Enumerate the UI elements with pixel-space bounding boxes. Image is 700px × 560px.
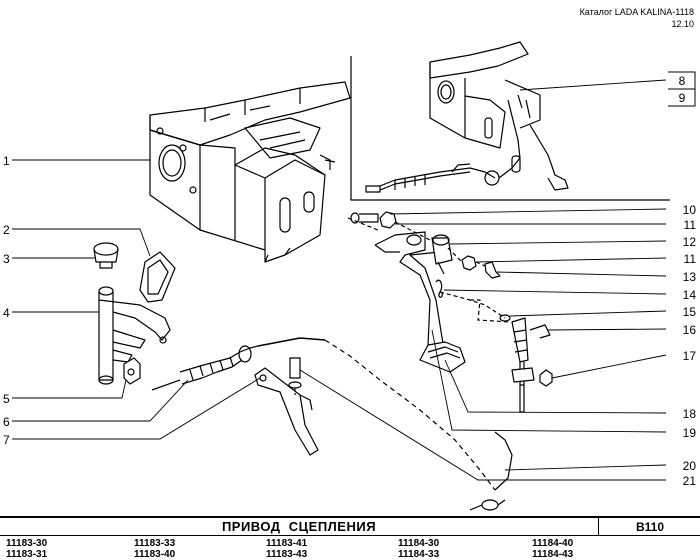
pedal-pin-12 — [431, 234, 453, 275]
pushrod-assembly — [511, 317, 553, 413]
model-code: 11184-40 — [532, 538, 574, 549]
clutch-drive-diagram: 1 2 3 4 5 6 7 8 9 10 11 12 11 13 14 15 1… — [3, 41, 697, 511]
left-callouts: 1 2 3 4 5 6 7 — [3, 154, 10, 447]
title-row: ПРИВОД СЦЕПЛЕНИЯ B110 — [0, 516, 700, 536]
callout-19: 19 — [683, 426, 697, 440]
section-title: ПРИВОД СЦЕПЛЕНИЯ — [221, 519, 377, 534]
washer-15 — [499, 314, 511, 322]
callout-9: 9 — [679, 91, 686, 105]
bushing-part — [123, 357, 141, 385]
catalog-date: 12.10 — [671, 19, 694, 29]
stopper-part — [93, 242, 119, 269]
model-code: 11183-30 — [6, 538, 48, 549]
callout-4: 4 — [3, 306, 10, 320]
clutch-pedal — [374, 231, 466, 373]
nut-11-b — [461, 255, 477, 271]
model-code: 11184-43 — [532, 549, 574, 560]
model-code: 11183-40 — [134, 549, 176, 560]
callout-21: 21 — [683, 474, 697, 488]
model-column: 11184-40 11184-43 — [532, 538, 573, 560]
catalog-title: Каталог LADA KALINA-1118 — [579, 7, 694, 17]
model-code: 11184-30 — [398, 538, 440, 549]
inset-callouts: 8 9 — [668, 71, 696, 107]
pedal-pad-part — [139, 251, 176, 303]
model-code: 11183-31 — [6, 549, 48, 560]
leader-lines — [12, 79, 667, 481]
callout-11: 11 — [684, 218, 697, 232]
bolt-10 — [350, 212, 379, 224]
model-column: 11184-30 11184-33 — [398, 538, 439, 560]
cable-bracket — [254, 367, 319, 456]
callout-8: 8 — [679, 74, 686, 88]
right-callouts: 10 11 12 11 13 14 15 16 17 18 19 20 21 — [683, 203, 697, 488]
catalog-header: Каталог LADA KALINA-1118 12.10 — [580, 6, 694, 30]
callout-6: 6 — [3, 415, 10, 429]
model-list: 11183-30 11183-31 11183-33 11183-40 1118… — [0, 538, 700, 560]
model-column: 11183-30 11183-31 — [6, 538, 47, 560]
callout-11-b: 11 — [684, 252, 697, 266]
callout-18: 18 — [683, 407, 697, 421]
callout-12: 12 — [683, 235, 697, 249]
callout-16: 16 — [683, 323, 697, 337]
model-code: 11183-33 — [134, 538, 176, 549]
clip-13 — [484, 261, 501, 279]
callout-17: 17 — [683, 349, 697, 363]
model-code: 11183-41 — [266, 538, 308, 549]
model-code: 11183-43 — [266, 549, 308, 560]
nut-11 — [379, 211, 397, 229]
model-column: 11183-33 11183-40 — [134, 538, 175, 560]
bolt-21 — [288, 357, 302, 389]
callout-5: 5 — [3, 392, 10, 406]
callout-10: 10 — [683, 203, 697, 217]
callout-13: 13 — [683, 270, 697, 284]
section-code: B110 — [598, 518, 700, 536]
spring-14 — [435, 279, 443, 298]
callout-7: 7 — [3, 433, 10, 447]
callout-20: 20 — [683, 459, 697, 473]
inset-assembly — [350, 41, 670, 201]
model-column: 11183-41 11183-43 — [266, 538, 307, 560]
pedal-bracket — [149, 81, 351, 263]
clutch-fork — [98, 286, 171, 385]
callout-2: 2 — [3, 223, 10, 237]
callout-15: 15 — [683, 305, 697, 319]
catalog-footer: ПРИВОД СЦЕПЛЕНИЯ B110 11183-30 11183-31 … — [0, 516, 700, 560]
clutch-cable — [151, 337, 513, 511]
callout-3: 3 — [3, 252, 10, 266]
callout-14: 14 — [683, 288, 697, 302]
callout-1: 1 — [3, 154, 10, 168]
model-code: 11184-33 — [398, 549, 440, 560]
